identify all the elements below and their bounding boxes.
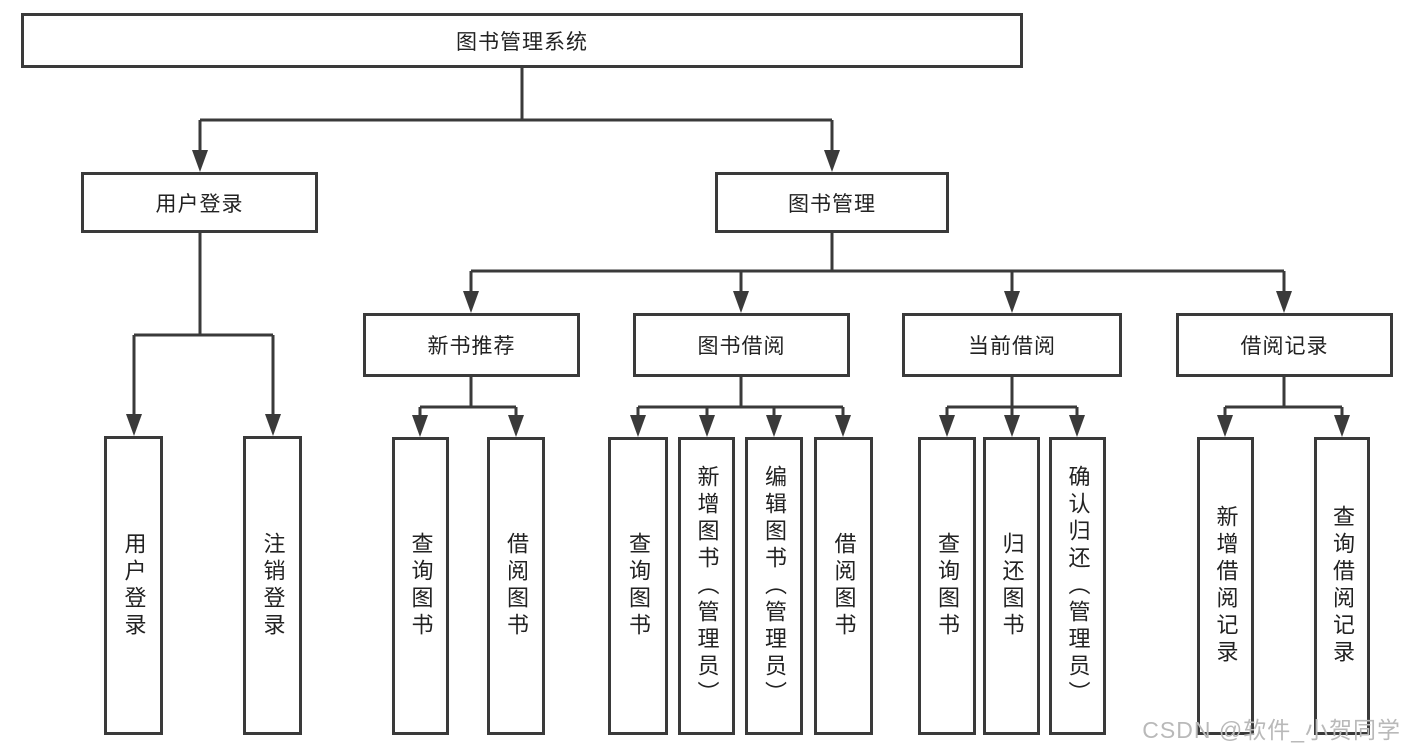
node-new-book-recommend: 新书推荐 <box>363 313 580 377</box>
node-user-login-module: 用户登录 <box>81 172 318 233</box>
node-nb-borrow-book: 借阅图书 <box>487 437 545 735</box>
node-borrow-records: 借阅记录 <box>1176 313 1393 377</box>
node-cb-return-book: 归还图书 <box>983 437 1040 735</box>
node-login: 用户登录 <box>104 436 163 735</box>
node-current-borrow: 当前借阅 <box>902 313 1122 377</box>
node-book-management-module: 图书管理 <box>715 172 949 233</box>
node-book-borrow: 图书借阅 <box>633 313 850 377</box>
node-bb-borrow-book: 借阅图书 <box>814 437 873 735</box>
node-library-management-system: 图书管理系统 <box>21 13 1023 68</box>
csdn-watermark: CSDN @软件_小贺同学 <box>1142 717 1401 743</box>
node-br-add-record: 新增借阅记录 <box>1197 437 1254 735</box>
node-bb-edit-book-admin: 编辑图书（管理员） <box>745 437 803 735</box>
node-cb-query-book: 查询图书 <box>918 437 976 735</box>
node-cb-confirm-return-admin: 确认归还（管理员） <box>1049 437 1106 735</box>
node-logout: 注销登录 <box>243 436 302 735</box>
node-nb-query-book: 查询图书 <box>392 437 449 735</box>
node-bb-query-book: 查询图书 <box>608 437 668 735</box>
node-br-query-record: 查询借阅记录 <box>1314 437 1370 735</box>
node-bb-add-book-admin: 新增图书（管理员） <box>678 437 735 735</box>
